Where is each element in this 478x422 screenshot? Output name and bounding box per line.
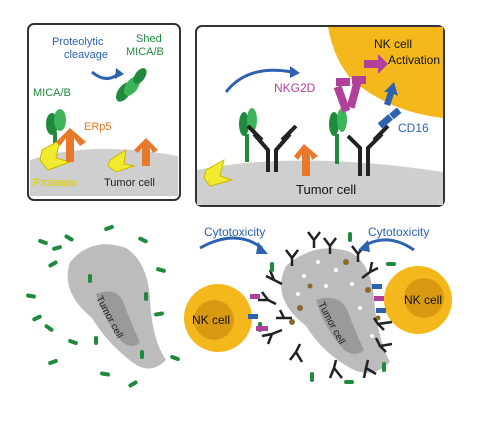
- nk-nucleus-left: [194, 300, 234, 340]
- tumor-cell-label-tr: Tumor cell: [296, 182, 356, 197]
- mica-label: MICA/B: [33, 87, 71, 99]
- synapse-receptors: [248, 284, 386, 331]
- shed-label-line2: MICA/B: [126, 46, 164, 58]
- tumor-nucleus-right: [316, 297, 364, 354]
- erp5-label: ERp5: [84, 121, 112, 133]
- nk-cell-label-left: NK cell: [192, 313, 230, 327]
- bottom-right-scene: Tumor cell NK cell NK cell: [184, 225, 452, 384]
- protease-label: Protease: [33, 177, 77, 189]
- proteolytic-label: Proteolytic: [52, 36, 104, 48]
- cd16-label: CD16: [398, 121, 429, 135]
- shed-mica-icon: [116, 68, 147, 102]
- tumor-cell-label-tl: Tumor cell: [104, 177, 155, 189]
- nkg2d-icon: [333, 76, 366, 113]
- mica-bound-icon: [329, 108, 347, 164]
- cytotoxicity-arrow-right: [363, 238, 415, 252]
- erp5-icon: [56, 128, 86, 162]
- bottom-left-scene: Tumor cell: [26, 224, 180, 388]
- panel-shedding: Proteolytic cleavage Shed MICA/B MICA/B …: [27, 23, 181, 201]
- protease-icon-2: [107, 149, 136, 173]
- antibody-bound-icon: [346, 124, 390, 176]
- erp5-icon-right: [294, 144, 318, 176]
- antibody-icon: [246, 124, 298, 172]
- cleavage-arrowhead: [115, 68, 124, 79]
- nkg2d-label: NKG2D: [274, 81, 316, 95]
- antibody-cluster: [258, 231, 393, 379]
- cytotoxicity-arrow-left: [199, 236, 263, 250]
- mica-anchored-icon: [46, 109, 66, 152]
- activation-arrow-blue: [384, 82, 398, 106]
- nk-nucleus-right: [404, 278, 444, 318]
- erp5-icon-2: [134, 138, 158, 166]
- tumor-nucleus-left: [96, 291, 140, 346]
- activation-arrow-magenta: [364, 54, 388, 74]
- shed-label-line1: Shed: [136, 33, 162, 45]
- tumor-dots: [296, 260, 374, 338]
- shed-mica-particles: [26, 224, 180, 388]
- cytotoxicity-arrowhead-left: [256, 242, 268, 254]
- transfer-arrow: [224, 68, 293, 93]
- activation-label: Activation: [388, 53, 440, 67]
- cd16-icon: [377, 107, 402, 129]
- transfer-arrowhead: [290, 66, 300, 78]
- cytotoxicity-arrowhead-right: [358, 240, 370, 252]
- panel-activation: NK cell Activation NKG2D CD16 Tumor cell: [195, 25, 445, 207]
- nk-cell-label: NK cell: [374, 37, 412, 51]
- cleavage-label: cleavage: [64, 49, 108, 61]
- tumor-membrane-right: [197, 160, 443, 205]
- nk-cell-corner: [328, 27, 443, 118]
- cytotoxicity-label-left: Cytotoxicity: [204, 225, 265, 239]
- protease-icon-right: [203, 159, 234, 187]
- nk-cell-label-right: NK cell: [404, 293, 442, 307]
- cytotoxicity-label-right: Cytotoxicity: [368, 225, 429, 239]
